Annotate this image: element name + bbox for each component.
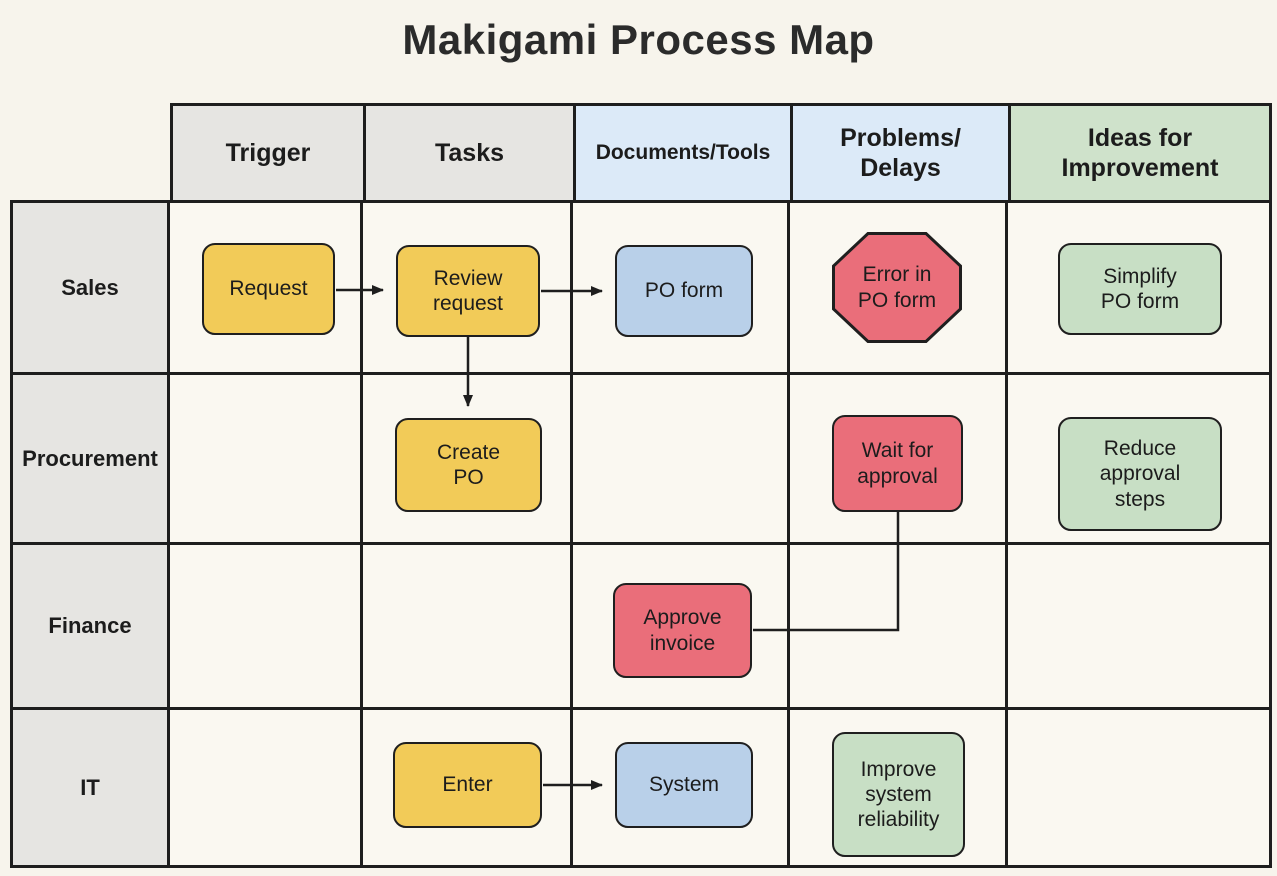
node-error-po-form: Error in PO form <box>832 232 962 343</box>
grid-cell <box>170 545 363 710</box>
node-review-request: Review request <box>396 245 540 337</box>
node-wait-for-approval: Wait for approval <box>832 415 963 512</box>
grid-cell <box>790 710 1008 865</box>
header-documents-tools: Documents/Tools <box>573 106 790 200</box>
grid-cell <box>1008 545 1269 710</box>
header-trigger: Trigger <box>173 106 363 200</box>
row-label-finance: Finance <box>13 545 170 710</box>
page-title: Makigami Process Map <box>402 16 875 63</box>
node-reduce-approval-steps: Reduce approval steps <box>1058 417 1222 531</box>
node-po-form: PO form <box>615 245 753 337</box>
grid-cell <box>1008 203 1269 375</box>
grid-cell <box>170 375 363 545</box>
grid-cell <box>573 710 790 865</box>
row-label-procurement: Procurement <box>13 375 170 545</box>
row-label-it: IT <box>13 710 170 865</box>
node-system: System <box>615 742 753 828</box>
node-approve-invoice: Approve invoice <box>613 583 752 678</box>
header-problems-delays: Problems/ Delays <box>790 106 1008 200</box>
node-error-po-form-label: Error in PO form <box>857 263 937 312</box>
header-tasks: Tasks <box>363 106 573 200</box>
node-simplify-po-form: Simplify PO form <box>1058 243 1222 335</box>
grid-cell <box>573 375 790 545</box>
row-label-sales: Sales <box>13 203 170 375</box>
column-header-row: Trigger Tasks Documents/Tools Problems/ … <box>170 103 1272 203</box>
grid-cell <box>363 375 573 545</box>
grid-cell <box>170 710 363 865</box>
grid-cell <box>790 203 1008 375</box>
node-improve-system-reliability: Improve system reliability <box>832 732 965 857</box>
grid-cell <box>573 203 790 375</box>
grid-cell <box>363 710 573 865</box>
grid-cell <box>790 545 1008 710</box>
octagon-shape <box>832 232 962 343</box>
node-create-po: Create PO <box>395 418 542 512</box>
grid-cell <box>1008 710 1269 865</box>
node-enter: Enter <box>393 742 542 828</box>
node-request: Request <box>202 243 335 335</box>
grid-cell <box>1008 375 1269 545</box>
header-ideas-improvement: Ideas for Improvement <box>1008 106 1269 200</box>
grid-cell <box>363 545 573 710</box>
